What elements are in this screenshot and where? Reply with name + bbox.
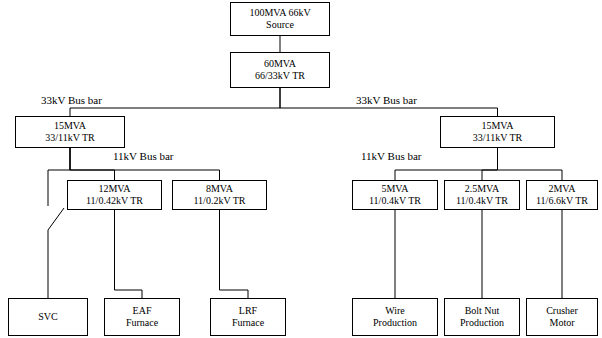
bus-label: 11kV Bus bar <box>360 150 423 162</box>
feeder-line <box>115 210 143 298</box>
box-text: 5MVA 11/0.4kV TR <box>363 183 427 207</box>
box-text: 2.5MVA 11/0.4kV TR <box>450 183 514 207</box>
transformer-box: 15MVA 33/11kV TR <box>15 116 125 148</box>
feeder-line <box>280 36 281 52</box>
bus-label: 11kV Bus bar <box>112 150 175 162</box>
box-text: 15MVA 33/11kV TR <box>467 120 529 144</box>
transformer-box: 12MVA 11/0.42kV TR <box>67 180 162 210</box>
box-text: 2MVA 11/6.6kV TR <box>530 183 594 207</box>
source-box: 100MVA 66kV Source <box>230 2 330 36</box>
box-text: 8MVA 11/0.2kV TR <box>188 183 252 207</box>
switch-blade <box>48 208 64 230</box>
switch-gap <box>43 206 53 230</box>
bus-label: 33kV Bus bar <box>355 94 418 106</box>
box-text: Wire Production <box>367 305 423 329</box>
bus-label: 33kV Bus bar <box>40 94 103 106</box>
box-text: 12MVA 11/0.42kV TR <box>83 183 147 207</box>
box-text: 15MVA 33/11kV TR <box>39 120 101 144</box>
feeder-line <box>280 88 498 116</box>
load-box: LRF Furnace <box>210 298 286 336</box>
transformer-box: 15MVA 33/11kV TR <box>440 116 555 148</box>
load-box: EAF Furnace <box>104 298 180 336</box>
feeder-line <box>482 148 498 180</box>
feeder-line <box>220 210 249 298</box>
feeder-line <box>395 210 396 298</box>
transformer-box: 8MVA 11/0.2kV TR <box>172 180 267 210</box>
feeder-line <box>482 210 483 298</box>
load-box: Wire Production <box>352 298 438 336</box>
transformer-box: 60MVA 66/33kV TR <box>230 52 330 88</box>
box-text: EAF Furnace <box>117 305 167 329</box>
box-text: 100MVA 66kV Source <box>249 7 311 31</box>
box-text: Crusher Motor <box>537 305 587 329</box>
feeder-line <box>70 148 220 180</box>
feeder-line <box>70 148 115 180</box>
load-box: Bolt Nut Production <box>444 298 520 336</box>
box-text: 60MVA 66/33kV TR <box>249 58 311 82</box>
transformer-box: 2MVA 11/6.6kV TR <box>526 180 598 210</box>
transformer-box: 2.5MVA 11/0.4kV TR <box>444 180 520 210</box>
load-box: Crusher Motor <box>526 298 598 336</box>
feeder-line <box>498 148 563 180</box>
feeder-line <box>562 210 563 298</box>
box-text: Bolt Nut Production <box>454 305 510 329</box>
box-text: SVC <box>38 311 57 323</box>
box-text: LRF Furnace <box>223 305 273 329</box>
transformer-box: 5MVA 11/0.4kV TR <box>352 180 438 210</box>
compensator-box: SVC <box>8 298 88 336</box>
